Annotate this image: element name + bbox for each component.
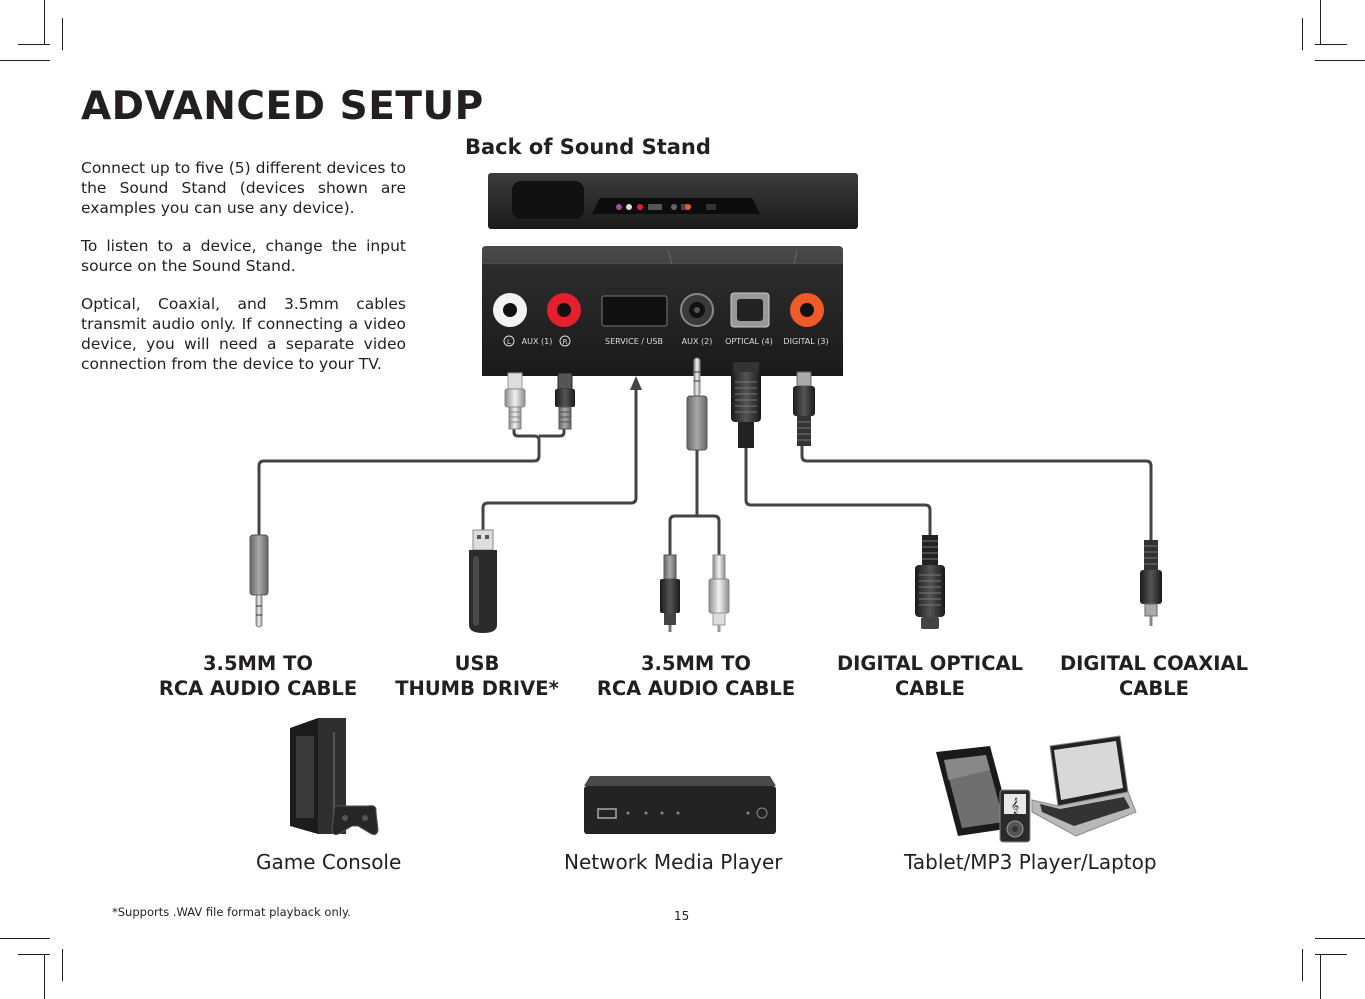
service-usb-port [601, 295, 668, 327]
digital-coaxial-jack [790, 293, 824, 327]
cable-label-3-5mm-rca-1: 3.5MM TO RCA AUDIO CABLE [158, 652, 358, 700]
cable-lines [257, 390, 1153, 555]
mini-jack-plug-icon [686, 357, 708, 451]
svg-text:𝄞: 𝄞 [1011, 798, 1019, 814]
intro-paragraph: To listen to a device, change the input … [81, 237, 406, 275]
aux1-left-jack [493, 293, 527, 327]
aux1-right-jack [547, 293, 581, 327]
optical-plug-icon [731, 362, 761, 448]
port-label-digital: DIGITAL (3) [783, 337, 828, 346]
cable-label-optical: DIGITAL OPTICAL CABLE [836, 652, 1024, 700]
port-label-r: R [563, 338, 568, 346]
cable-label-3-5mm-rca-2: 3.5MM TO RCA AUDIO CABLE [596, 652, 796, 700]
rca-white-plug-icon [504, 372, 526, 430]
mini-jack-plug-bottom-icon [249, 534, 269, 628]
port-label-aux1: AUX (1) [522, 337, 553, 346]
optical-port [730, 292, 770, 328]
usb-arrow-icon [630, 376, 642, 390]
rca-red-plug-icon [555, 372, 575, 430]
rca-white-plug-bottom-icon [708, 554, 730, 632]
intro-text: Connect up to five (5) different devices… [81, 158, 406, 392]
port-label-l: L [507, 338, 511, 346]
device-label-game-console: Game Console [256, 850, 402, 874]
cable-label-coaxial: DIGITAL COAXIAL CABLE [1059, 652, 1249, 700]
cable-label-usb: USB THUMB DRIVE* [395, 652, 559, 700]
port-label-optical: OPTICAL (4) [725, 337, 773, 346]
device-label-media-player: Network Media Player [564, 850, 783, 874]
port-label-aux2: AUX (2) [682, 337, 713, 346]
coaxial-plug-icon [793, 371, 815, 446]
usb-thumb-drive-icon [469, 529, 497, 633]
intro-paragraph: Optical, Coaxial, and 3.5mm cables trans… [81, 295, 406, 373]
port-label-service: SERVICE / USB [605, 337, 663, 346]
tablet-mp3-laptop-icon: 𝄞 [936, 735, 1137, 843]
sound-stand-back-panel: L AUX (1) R SERVICE / USB AUX (2) OPTICA… [482, 246, 843, 376]
optical-plug-bottom-icon [915, 535, 945, 629]
media-player-icon [584, 776, 776, 834]
sound-stand-top-view [488, 173, 858, 229]
aux2-jack [680, 293, 714, 327]
footnote: *Supports .WAV file format playback only… [112, 905, 351, 919]
rca-red-plug-bottom-icon [660, 554, 680, 632]
intro-paragraph: Connect up to five (5) different devices… [81, 159, 406, 217]
page-title: ADVANCED SETUP [81, 84, 484, 129]
game-console-icon [290, 718, 379, 836]
back-of-sound-stand-heading: Back of Sound Stand [465, 135, 711, 159]
coaxial-plug-bottom-icon [1140, 540, 1162, 626]
device-label-tablet-mp3-laptop: Tablet/MP3 Player/Laptop [904, 850, 1157, 874]
page-number: 15 [674, 909, 690, 923]
